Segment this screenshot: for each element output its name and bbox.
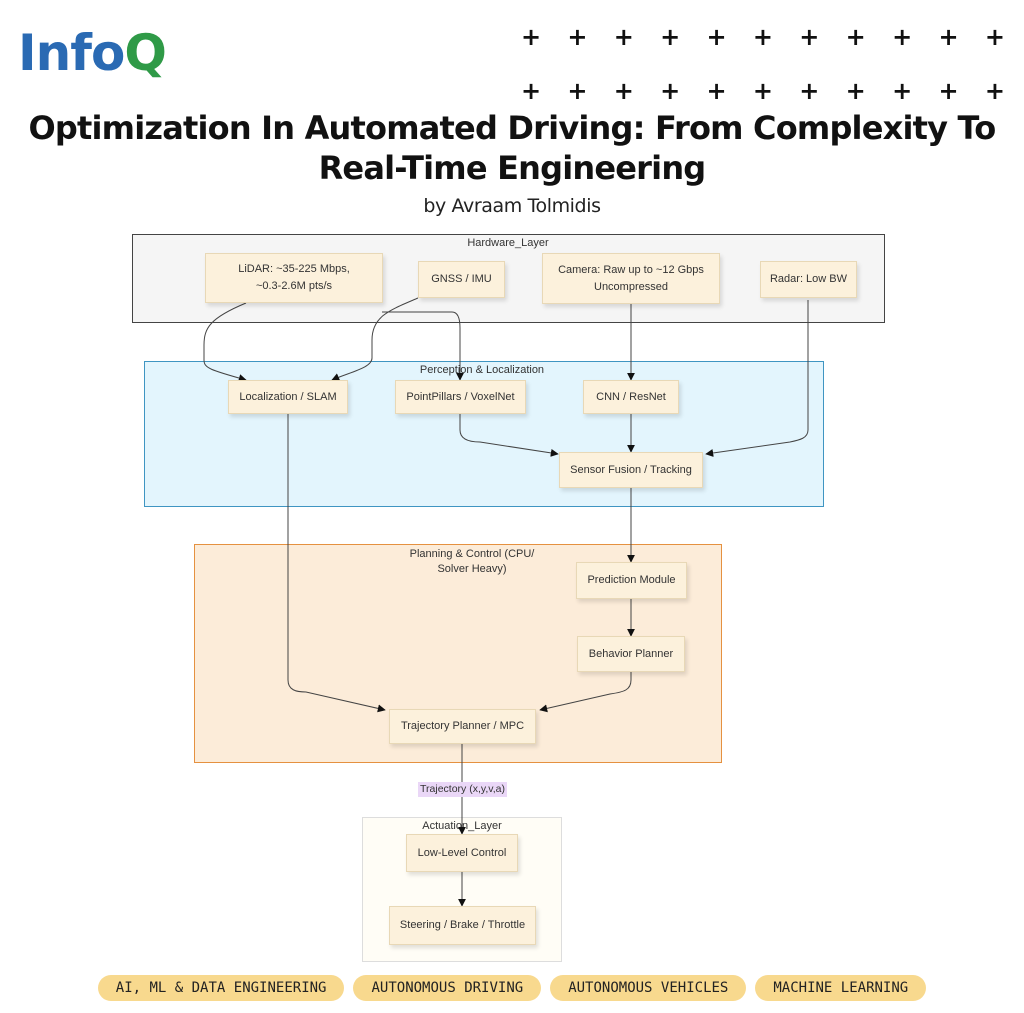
plus-icon: +: [845, 23, 866, 51]
article-title[interactable]: Optimization In Automated Driving: From …: [0, 108, 1024, 188]
infoq-logo[interactable]: InfoQ: [18, 28, 167, 78]
plus-icon: +: [520, 23, 542, 51]
edge-localization-trajectory: [287, 414, 386, 713]
edge-gnss-localization: [331, 297, 419, 381]
logo-text-q: Q: [124, 24, 167, 82]
plus-icon: +: [752, 23, 773, 51]
node-cnn-resnet: CNN / ResNet: [583, 380, 679, 414]
tag-machine-learning[interactable]: MACHINE LEARNING: [755, 975, 927, 1001]
plus-icon: +: [984, 23, 1005, 51]
plus-icon: +: [752, 77, 773, 105]
node-steering-brake-throttle: Steering / Brake / Throttle: [389, 906, 536, 945]
edge-lidar-localization: [203, 302, 247, 382]
plus-icon: +: [567, 23, 588, 51]
node-camera-line-1: Camera: Raw up to ~12 Gbps: [558, 263, 704, 276]
plus-icon: +: [984, 77, 1005, 105]
plus-icon: +: [892, 23, 913, 51]
edge-lidar-pointpillars: [382, 311, 464, 381]
edge-behavior-trajectory: [539, 672, 632, 713]
plus-icon: +: [613, 77, 634, 105]
plus-icon: +: [799, 23, 820, 51]
node-lidar: LiDAR: ~35-225 Mbps, ~0.3-2.6M pts/s: [205, 253, 383, 303]
node-localization-slam: Localization / SLAM: [228, 380, 348, 414]
node-gnss-imu: GNSS / IMU: [418, 261, 505, 298]
planning-label-line-1: Planning & Control (CPU/: [409, 548, 535, 560]
plus-pattern: + + + + + + + + + + + + + + + + + + + + …: [518, 24, 1008, 132]
plus-icon: +: [845, 77, 866, 105]
node-camera-line-2: Uncompressed: [594, 280, 668, 293]
node-prediction-module: Prediction Module: [576, 562, 687, 599]
title-line-1: Optimization In Automated Driving: From …: [28, 109, 996, 147]
plus-icon: +: [660, 23, 681, 51]
plus-icon: +: [520, 77, 542, 105]
topic-tags: AI, ML & DATA ENGINEERING AUTONOMOUS DRI…: [0, 975, 1024, 1001]
plus-icon: +: [938, 23, 959, 51]
plus-icon: +: [892, 77, 913, 105]
plus-icon: +: [660, 77, 681, 105]
hardware-layer-label: Hardware_Layer: [467, 237, 549, 249]
planning-label: Planning & Control (CPU/ Solver Heavy): [372, 547, 572, 577]
plus-row: + + + + + + + + + + +: [518, 24, 1008, 78]
node-radar: Radar: Low BW: [760, 261, 857, 298]
node-lidar-line-2: ~0.3-2.6M pts/s: [255, 280, 333, 292]
node-behavior-planner: Behavior Planner: [577, 636, 685, 672]
tag-ai-ml-data-engineering[interactable]: AI, ML & DATA ENGINEERING: [97, 975, 345, 1001]
edge-pointpillars-fusion: [459, 414, 559, 457]
node-sensor-fusion: Sensor Fusion / Tracking: [559, 452, 703, 488]
logo-text-info: Info: [18, 24, 125, 82]
planning-label-line-2: Solver Heavy): [437, 563, 507, 575]
tag-autonomous-driving[interactable]: AUTONOMOUS DRIVING: [353, 975, 542, 1001]
author-byline[interactable]: by Avraam Tolmidis: [423, 195, 601, 217]
title-line-2: Real-Time Engineering: [318, 149, 707, 187]
edge-label-trajectory: Trajectory (x,y,v,a): [418, 782, 507, 797]
node-pointpillars: PointPillars / VoxelNet: [395, 380, 526, 414]
plus-icon: +: [567, 77, 588, 105]
plus-icon: +: [799, 77, 820, 105]
tag-autonomous-vehicles[interactable]: AUTONOMOUS VEHICLES: [550, 975, 747, 1001]
node-lidar-line-1: LiDAR: ~35-225 Mbps,: [238, 263, 350, 275]
node-trajectory-planner: Trajectory Planner / MPC: [389, 709, 536, 744]
plus-row: + + + + + + + + + + +: [518, 78, 1008, 132]
node-low-level-control: Low-Level Control: [406, 834, 518, 872]
plus-icon: +: [938, 77, 959, 105]
plus-icon: +: [706, 23, 727, 51]
edge-radar-fusion: [705, 300, 809, 457]
plus-icon: +: [613, 23, 634, 51]
perception-label: Perception & Localization: [419, 364, 545, 376]
plus-icon: +: [706, 77, 727, 105]
